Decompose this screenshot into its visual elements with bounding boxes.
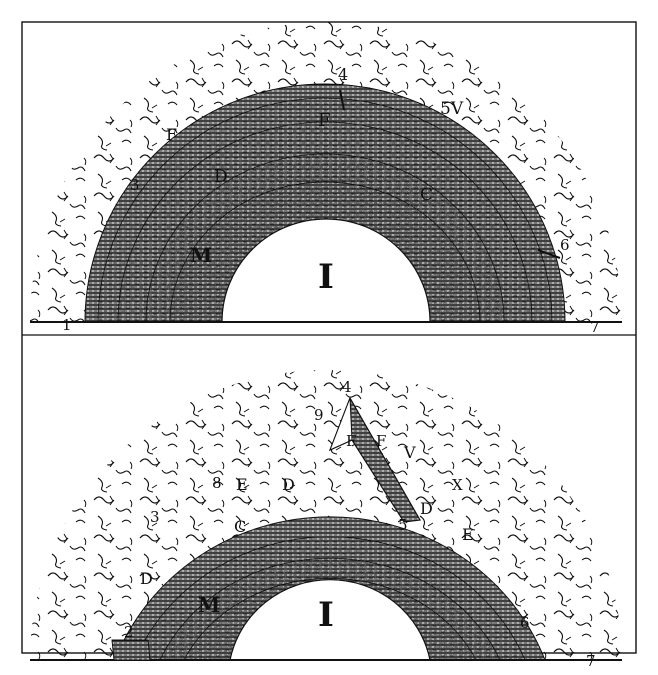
- bottom-label-5: 5: [398, 516, 408, 534]
- bottom-label-e-left: E: [236, 475, 248, 494]
- bottom-label-m: M: [198, 593, 220, 617]
- bottom-label-3: 3: [150, 508, 160, 526]
- bottom-label-d-right: D: [420, 499, 433, 518]
- bottom-label-e-right: E: [462, 525, 474, 544]
- top-label-c: C: [420, 185, 433, 205]
- top-label-core: I: [318, 257, 334, 297]
- bottom-label-f-left: F: [346, 432, 356, 450]
- bottom-label-d-left: D: [282, 475, 295, 494]
- top-panel: I 1 3 4 5V 6 7 F F D C M: [30, 22, 622, 336]
- top-label-6: 6: [560, 236, 570, 254]
- bottom-label-core: I: [318, 595, 334, 635]
- bottom-label-f-right: F: [376, 432, 386, 450]
- bottom-label-6: 6: [520, 614, 530, 632]
- top-label-m: M: [190, 243, 212, 267]
- bottom-panel: I 2 3 4 5 6 7 8 9 V X F F E E D D D C M: [30, 370, 622, 670]
- bottom-label-v: V: [403, 443, 416, 462]
- top-label-5v: 5V: [440, 99, 464, 119]
- bottom-label-9: 9: [314, 406, 324, 424]
- bottom-label-x: X: [452, 476, 463, 494]
- bottom-label-d-lower: D: [140, 569, 153, 588]
- bottom-label-2: 2: [124, 623, 134, 641]
- top-label-1: 1: [62, 316, 72, 334]
- top-label-f-outer: F: [166, 125, 177, 144]
- bottom-label-c: C: [234, 517, 246, 536]
- top-label-7: 7: [590, 318, 600, 336]
- bottom-label-4: 4: [342, 378, 352, 396]
- bottom-label-8: 8: [212, 474, 222, 492]
- top-label-3: 3: [130, 176, 140, 194]
- bottom-fallen-block: [112, 640, 150, 660]
- top-label-4: 4: [338, 65, 348, 84]
- top-label-f-inner: F: [318, 110, 331, 131]
- bottom-label-7: 7: [586, 652, 596, 670]
- top-label-d: D: [214, 167, 228, 187]
